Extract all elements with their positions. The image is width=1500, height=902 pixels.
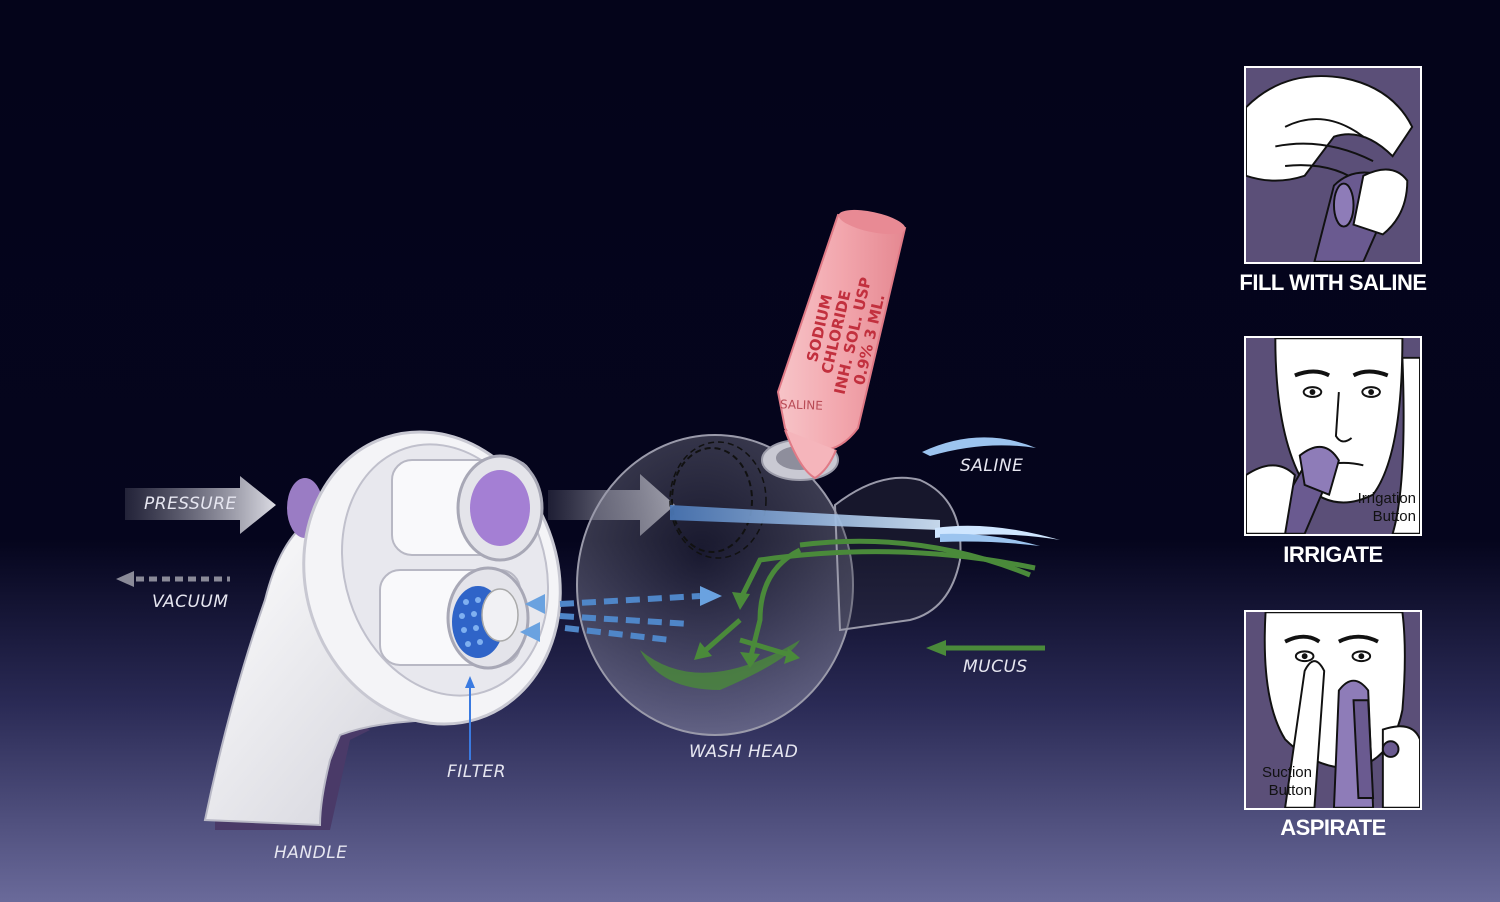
step-irrigate-caption: IRRIGATE bbox=[1283, 542, 1383, 567]
face-irrigate-icon bbox=[1246, 338, 1420, 534]
vial-bottom-label: SALINE bbox=[779, 397, 824, 413]
pressure-arrow bbox=[125, 476, 276, 534]
irrigation-button-label-line2: Button bbox=[1372, 508, 1416, 525]
mucus-arrowheads bbox=[694, 592, 800, 668]
vacuum-flow-arrows bbox=[559, 593, 701, 643]
suction-button-label: Suction Button bbox=[1254, 764, 1312, 800]
step-aspirate-illustration bbox=[1244, 610, 1422, 810]
suction-button-label-line1: Suction bbox=[1261, 764, 1312, 781]
wash-head bbox=[576, 434, 1060, 736]
irrigation-button-label-line1: Irrigation bbox=[1357, 490, 1416, 507]
saline-vial bbox=[776, 209, 907, 480]
suction-button-label-line2: Button bbox=[1268, 782, 1312, 799]
vacuum-label: VACUUM bbox=[152, 592, 229, 612]
mucus-arrow bbox=[926, 640, 1045, 656]
handle-device bbox=[203, 430, 562, 830]
wash-head-label: WASH HEAD bbox=[689, 742, 799, 762]
pressure-label: PRESSURE bbox=[144, 494, 237, 514]
step-irrigate-illustration bbox=[1244, 336, 1422, 536]
step-fill-illustration bbox=[1244, 66, 1422, 264]
hand-filling-icon bbox=[1246, 75, 1414, 262]
vacuum-arrow bbox=[116, 571, 230, 587]
mucus-label: MUCUS bbox=[963, 657, 1028, 677]
saline-droplet bbox=[922, 437, 1036, 456]
step-aspirate-caption: ASPIRATE bbox=[1280, 815, 1386, 840]
vacuum-arrowheads bbox=[520, 586, 722, 642]
irrigation-button-label: Irrigation Button bbox=[1340, 490, 1416, 526]
step-fill-caption: FILL WITH SALINE bbox=[1239, 270, 1427, 295]
saline-label: SALINE bbox=[960, 456, 1024, 476]
handle-label: HANDLE bbox=[274, 843, 348, 863]
mucus-flow-arrows bbox=[698, 538, 1036, 661]
filter-label: FILTER bbox=[447, 762, 507, 782]
face-aspirate-icon bbox=[1263, 612, 1420, 808]
